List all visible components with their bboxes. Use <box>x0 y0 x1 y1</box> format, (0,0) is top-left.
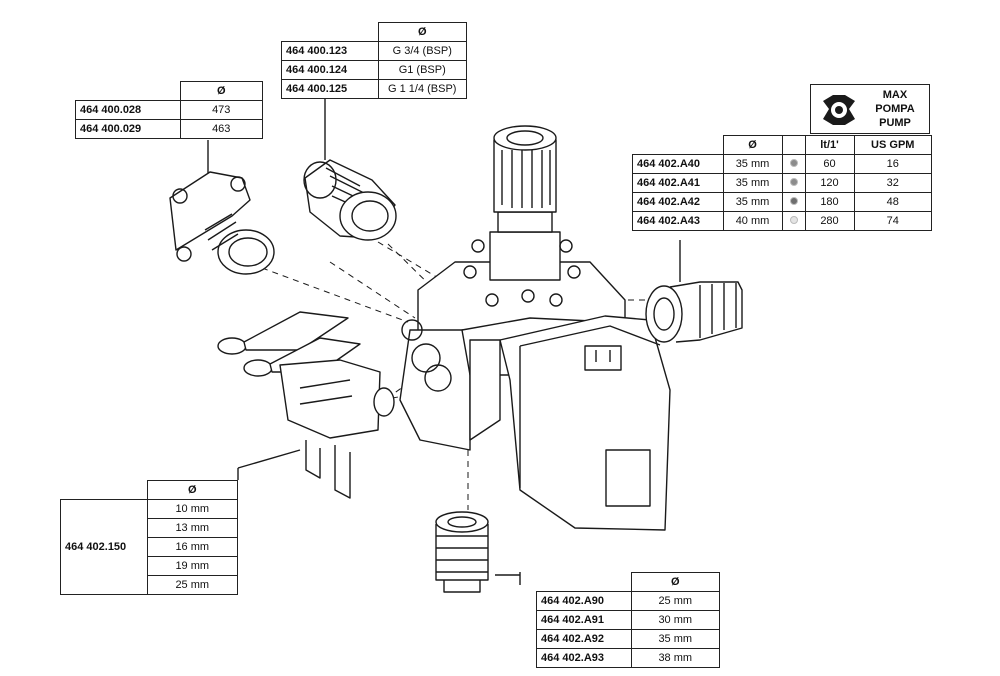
actuator-box <box>469 315 671 531</box>
part-code: 464 402.A92 <box>536 629 632 649</box>
table-row: 13 mm <box>61 518 238 538</box>
flow-gpm-header: US GPM <box>853 135 932 155</box>
part-value: G1 (BSP) <box>377 60 467 80</box>
table-row: 464 400.124 G1 (BSP) <box>281 60 467 80</box>
table-row: 464 402.150 10 mm <box>60 499 238 595</box>
table-row: 464 402.A40 35 mm 60 16 <box>632 154 932 174</box>
table-row: 464 400.123 G 3/4 (BSP) <box>281 41 467 61</box>
part-diameter: 35 mm <box>722 192 783 212</box>
part-code: 464 400.125 <box>281 79 379 99</box>
color-dot-icon <box>789 177 798 186</box>
return-connector <box>435 511 489 593</box>
pump-label-pump: PUMP <box>879 117 911 129</box>
part-value: 16 mm <box>146 537 238 557</box>
diameter-header: Ø <box>377 22 467 42</box>
diameter-header: Ø <box>146 480 238 500</box>
flow-gpm: 16 <box>853 154 932 174</box>
part-code: 464 400.029 <box>75 119 181 139</box>
part-diameter: 35 mm <box>722 173 783 193</box>
diameter-header: Ø <box>722 135 783 155</box>
part-code: 464 402.A91 <box>536 610 632 630</box>
table-row: 464 402.A42 35 mm 180 48 <box>632 192 932 212</box>
flow-lt-header: lt/1' <box>804 135 855 155</box>
part-value: 13 mm <box>146 518 238 538</box>
part-code: 464 402.A40 <box>632 154 724 174</box>
return-part-table: Ø 464 402.A90 25 mm 464 402.A91 30 mm 46… <box>536 572 720 668</box>
flow-gpm: 74 <box>853 211 932 231</box>
color-dot-icon <box>789 196 798 205</box>
color-dot-icon <box>789 215 798 224</box>
table-row: 464 402.A92 35 mm <box>536 629 720 649</box>
table-row: 464 400.125 G 1 1/4 (BSP) <box>281 79 467 99</box>
table-row: 464 402.A93 38 mm <box>536 648 720 668</box>
pump-label-max: MAX <box>882 89 908 101</box>
part-code: 464 402.150 <box>60 499 148 595</box>
flow-lt: 180 <box>804 192 855 212</box>
part-value: 19 mm <box>146 556 238 576</box>
part-diameter: 40 mm <box>722 211 783 231</box>
table-row: 25 mm <box>61 575 238 595</box>
pump-icon <box>823 95 855 125</box>
table-row: 464 402.A41 35 mm 120 32 <box>632 173 932 193</box>
part-code: 464 402.A42 <box>632 192 724 212</box>
part-diameter: 35 mm <box>722 154 783 174</box>
color-dot-icon <box>789 158 798 167</box>
table-row: 464 402.A90 25 mm <box>536 591 720 611</box>
table-row: 464 400.029 463 <box>75 119 263 139</box>
part-value: 35 mm <box>630 629 720 649</box>
part-value: 463 <box>179 119 263 139</box>
part-code: 464 400.124 <box>281 60 379 80</box>
diameter-header: Ø <box>179 81 263 101</box>
max-pump-label-box: MAX POMPA PUMP <box>810 84 930 134</box>
outlet-valves <box>217 311 395 499</box>
part-value: 25 mm <box>146 575 238 595</box>
part-code: 464 402.A93 <box>536 648 632 668</box>
part-value: 25 mm <box>630 591 720 611</box>
part-value: 473 <box>179 100 263 120</box>
part-value: 38 mm <box>630 648 720 668</box>
threaded-connector <box>303 159 397 241</box>
part-code: 464 400.123 <box>281 41 379 61</box>
flow-gpm: 32 <box>853 173 932 193</box>
part-value: G 1 1/4 (BSP) <box>377 79 467 99</box>
flow-lt: 280 <box>804 211 855 231</box>
pump-part-table: Ø lt/1' US GPM 464 402.A40 35 mm 60 16 4… <box>632 135 932 231</box>
diameter-header: Ø <box>630 572 720 592</box>
thread-part-table: Ø 464 400.123 G 3/4 (BSP) 464 400.124 G1… <box>281 22 467 99</box>
part-code: 464 402.A90 <box>536 591 632 611</box>
table-row: 464 402.A91 30 mm <box>536 610 720 630</box>
table-row: 464 402.A43 40 mm 280 74 <box>632 211 932 231</box>
part-value: 10 mm <box>146 499 238 519</box>
flow-gpm: 48 <box>853 192 932 212</box>
pump-connector <box>645 281 743 343</box>
part-code: 464 400.028 <box>75 100 181 120</box>
flow-lt: 120 <box>804 173 855 193</box>
flange-connector <box>169 171 275 275</box>
part-value: G 3/4 (BSP) <box>377 41 467 61</box>
hosetail-part-table: Ø 464 402.150 10 mm 13 mm 16 mm 19 mm 25… <box>60 480 238 595</box>
flow-lt: 60 <box>804 154 855 174</box>
flange-part-table: Ø 464 400.028 473 464 400.029 463 <box>75 81 263 139</box>
leader-lines <box>207 98 681 585</box>
part-code: 464 402.A43 <box>632 211 724 231</box>
pump-label-pompa: POMPA <box>875 103 915 115</box>
part-code: 464 402.A41 <box>632 173 724 193</box>
part-value: 30 mm <box>630 610 720 630</box>
table-row: 464 400.028 473 <box>75 100 263 120</box>
